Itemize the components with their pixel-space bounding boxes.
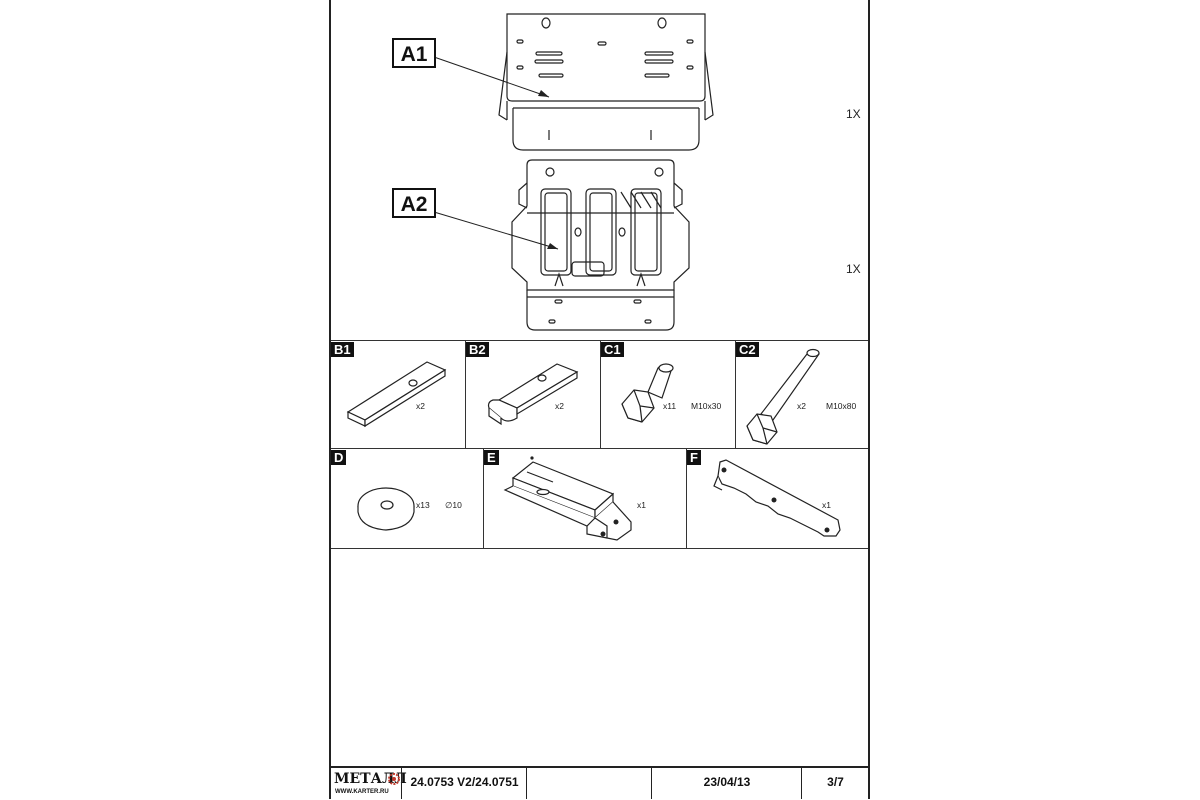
part-c2-bolt-m10x80 bbox=[746, 348, 820, 445]
drawing-sheet: A1 1X bbox=[329, 0, 870, 799]
qty-b1: x2 bbox=[416, 401, 425, 411]
part-b2-bracket bbox=[487, 363, 579, 426]
part-f-strip-plate bbox=[713, 459, 841, 537]
callout-a1: A1 bbox=[392, 38, 436, 68]
part-e-mount-bracket bbox=[503, 456, 632, 541]
row2-bottom-border bbox=[331, 548, 868, 549]
row2-divider-1 bbox=[483, 448, 484, 548]
qty-a2: 1X bbox=[846, 262, 861, 276]
row1-divider-1 bbox=[465, 340, 466, 448]
footer-logo-cell: МЕТАЛЛ WWW.KARTER.RU bbox=[331, 766, 407, 799]
page-number: 3/7 bbox=[801, 766, 869, 799]
spec-c2: M10x80 bbox=[826, 401, 857, 411]
gear-icon bbox=[388, 773, 400, 785]
qty-e: x1 bbox=[637, 500, 646, 510]
tag-b2: B2 bbox=[466, 342, 489, 357]
spec-c1: M10x30 bbox=[691, 401, 722, 411]
part-a1-drawing bbox=[433, 13, 714, 151]
drawing-code: 24.0753 V2/24.0751 bbox=[401, 766, 527, 799]
row1-bottom-border bbox=[331, 448, 868, 449]
footer-top-border bbox=[331, 766, 868, 768]
tag-d: D bbox=[331, 450, 347, 465]
part-b1-washer-plate bbox=[346, 361, 447, 428]
tag-c2: C2 bbox=[736, 342, 759, 357]
brand-logo-text: МЕТАЛЛ bbox=[334, 771, 407, 787]
tag-e: E bbox=[484, 450, 499, 465]
part-c1-bolt-m10x30 bbox=[621, 363, 674, 423]
tag-b1: B1 bbox=[331, 342, 354, 357]
row1-divider-2 bbox=[600, 340, 601, 448]
blank-cell bbox=[526, 766, 652, 799]
tag-f: F bbox=[687, 450, 701, 465]
row1-top-border bbox=[331, 340, 868, 341]
row1-divider-3 bbox=[735, 340, 736, 448]
spec-d: ∅10 bbox=[445, 500, 462, 510]
qty-d: x13 bbox=[416, 500, 430, 510]
callout-a2: A2 bbox=[392, 188, 436, 218]
part-a2-drawing bbox=[433, 159, 690, 331]
qty-f: x1 bbox=[822, 500, 831, 510]
qty-a1: 1X bbox=[846, 107, 861, 121]
qty-c1: x11 bbox=[663, 401, 677, 411]
part-d-washer bbox=[357, 487, 415, 531]
row2-divider-2 bbox=[686, 448, 687, 548]
qty-c2: x2 bbox=[797, 401, 806, 411]
tag-c1: C1 bbox=[601, 342, 624, 357]
brand-url: WWW.KARTER.RU bbox=[335, 789, 389, 795]
drawing-date: 23/04/13 bbox=[651, 766, 802, 799]
qty-b2: x2 bbox=[555, 401, 564, 411]
